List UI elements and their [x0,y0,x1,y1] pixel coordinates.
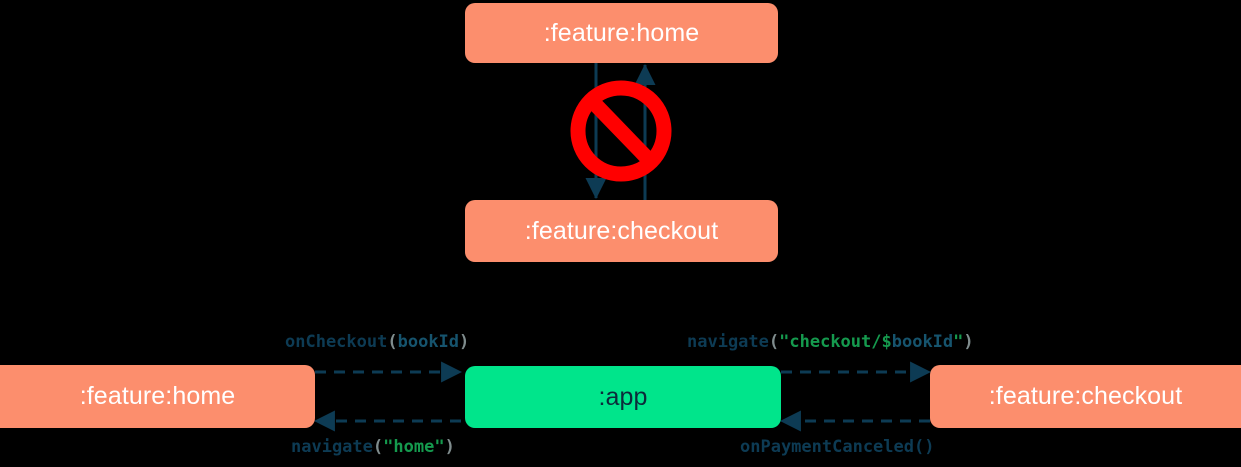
node-top-feature-home[interactable]: :feature:home [465,3,778,63]
node-bottom-feature-checkout[interactable]: :feature:checkout [930,365,1241,428]
token-string: "checkout/$ [779,332,892,352]
token-punct: ) [963,332,974,352]
node-bottom-feature-home[interactable]: :feature:home [0,365,315,428]
prohibition-icon [570,80,672,182]
node-label: :feature:home [79,382,236,410]
node-bottom-app[interactable]: :app [465,366,781,428]
node-label: :feature:checkout [988,382,1183,410]
edge-label-navigate-checkout: navigate("checkout/$bookId") [687,332,974,352]
token-fn: onCheckout [285,332,388,352]
token-fn: navigate [291,437,373,457]
token-punct: ) [459,332,470,352]
edge-label-navigate-home: navigate("home") [291,437,455,457]
token-string: " [953,332,964,352]
token-punct: ( [768,332,780,352]
node-label: :feature:checkout [524,216,719,245]
token-punct: ( [372,437,384,457]
node-top-feature-checkout[interactable]: :feature:checkout [465,200,778,262]
token-punct: ) [444,437,455,457]
node-label: :app [598,382,648,411]
node-label: :feature:home [543,18,700,47]
edge-label-on-checkout: onCheckout(bookId) [285,332,469,352]
token-fn: navigate [687,332,769,352]
token-string: "home" [383,437,445,457]
edge-label-on-payment-canceled: onPaymentCanceled() [740,437,934,457]
token-ident: bookId [397,332,460,352]
token-punct: ( [387,332,398,352]
token-ident: bookId [891,332,954,352]
token-fn: onPaymentCanceled() [740,437,935,457]
